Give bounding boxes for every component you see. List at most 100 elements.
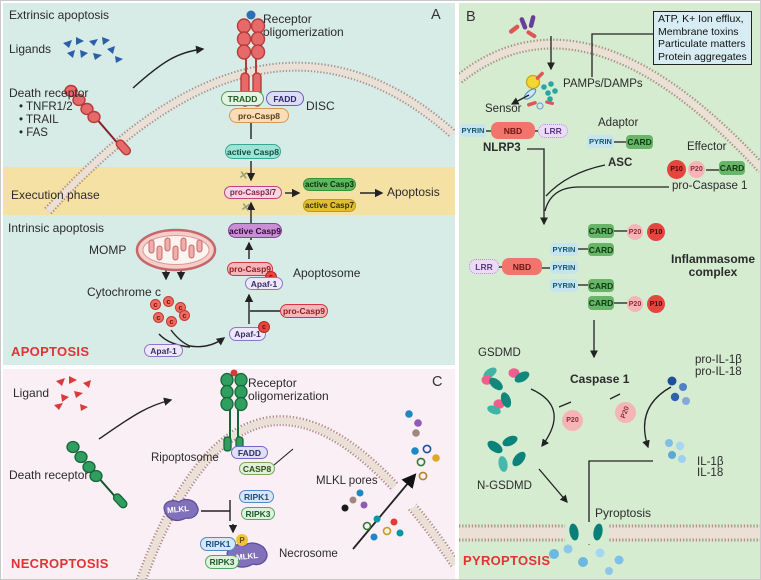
pro-casp37-pill: pro-Casp3/7 [224,186,282,199]
extrinsic-apoptosis-title: Extrinsic apoptosis [9,8,110,22]
cytochrome-c-molecule: c [153,312,164,323]
cytochrome-c-badge: c [258,321,270,333]
pore-released-dots-icon [341,410,440,541]
death-receptor-icon [66,440,128,509]
receptor-item-trail: TRAIL [19,114,73,127]
pyroptosis-footer: PYROPTOSIS [463,553,551,568]
panel-label-c: C [432,374,443,390]
receptor-item-fas: FAS [19,127,73,140]
gsdmd-label: GSDMD [478,347,521,359]
n-gsdmd-molecules-icon [487,435,526,472]
apoptosis-footer: APOPTOSIS [11,344,90,359]
receptor-oligomerization-label: Receptor oligomerization [248,376,329,404]
execution-phase-label: Execution phase [11,188,100,202]
p20-fragment: P20 [562,410,583,431]
inflammasome-complex-label: Inflammasome complex [664,252,760,280]
cytochrome-c-molecule: c [179,310,190,321]
sensor-label: Sensor [485,103,522,115]
receptor-oligomerization-label: Receptor oligomerization [263,12,344,40]
ripk1-pill: RIPK1 [239,490,274,503]
disc-label: DISC [306,99,335,113]
active-casp7-pill: active Casp7 [303,199,356,212]
panel-label-b: B [466,9,476,25]
pro-casp9-free-pill: pro-Casp9 [280,304,328,318]
pathway-arrows [158,123,384,348]
active-casp9-pill: active Casp9 [228,223,282,238]
necrosome-ripk3-pill: RIPK3 [205,555,239,569]
stimulus-particulate-matters: Particulate matters [658,38,746,51]
gsdmd-molecules-icon [481,367,530,415]
complex-nbd-domain: NBD [502,258,542,275]
mitochondria-icon [135,228,217,272]
cytochrome-c-molecule: c [150,299,161,310]
sensor-pyrin-domain: PYRIN [460,124,486,137]
death-receptor-label: Death receptor [9,468,89,482]
casp8-pill: CASP8 [239,462,275,475]
stimulus-membrane-toxins: Membrane toxins [658,25,739,38]
complex-p20-domain: P20 [627,296,643,312]
complex-p10-domain: P10 [647,295,665,313]
panel-a-graphics [44,10,455,348]
effector-card-domain: CARD [719,161,745,175]
apoptosis-outcome-label: Apoptosis [387,185,440,199]
panel-c-graphics [54,369,455,579]
tradd-pill: TRADD [221,91,264,106]
momp-label: MOMP [89,243,127,257]
pro-il18-label: pro-IL-18 [695,366,742,378]
caspase1-label: Caspase 1 [570,372,630,386]
nlrp3-label: NLRP3 [483,142,521,154]
adaptor-label: Adaptor [598,117,639,129]
active-casp8-pill: active Casp8 [225,144,281,159]
sensor-nbd-domain: NBD [491,122,535,139]
sensor-lrr-domain: LRR [538,124,568,138]
phospho-badge: P [236,534,248,546]
receptor-item-tnfr: TNFR1/2 [19,101,73,114]
fadd-pill: FADD [266,91,304,106]
pamps-damps-label: PAMPs/DAMPs [563,78,643,90]
apaf1-loaded-pill: Apaf-1 [229,327,266,341]
plasma-membrane-arc [44,61,455,215]
bottom-membrane [459,522,760,544]
pro-il1b-label: pro-IL-1β [695,354,742,366]
adaptor-pyrin-domain: PYRIN [587,135,614,148]
ligand-label: Ligand [13,386,50,400]
cytochrome-c-label: Cytochrome c [87,285,162,299]
complex-card-domain: CARD [588,243,614,256]
il1b-label: IL-1β [697,456,724,468]
pamp-damp-cluster-icon [523,71,558,110]
stimulus-atp-kefflux: ATP, K+ Ion efflux, [658,13,744,25]
complex-lrr-domain: LRR [469,259,499,274]
ligand-particles-icon [63,37,123,63]
complex-card-domain: CARD [588,224,614,238]
pro-caspase1-label: pro-Caspase 1 [672,180,748,192]
stimulus-protein-aggregates: Protein aggregates [658,50,747,63]
intrinsic-apoptosis-title: Intrinsic apoptosis [8,221,105,235]
panel-b-graphics [459,15,760,575]
death-receptor-label: Death receptor [9,86,89,100]
panel-label-a: A [431,7,441,23]
complex-p20-domain: P20 [627,224,643,240]
ripk3-pill: RIPK3 [241,507,275,520]
pro-il-molecules-icon [667,376,690,405]
active-casp3-pill: active Casp3 [303,178,356,191]
pathogen-particles-icon [508,15,537,39]
receptor-oligomer-icon [236,10,266,107]
il18-label: IL-18 [697,467,724,479]
stimuli-box: ATP, K+ Ion efflux, Membrane toxins Part… [653,11,752,66]
ripoptosome-label: Ripoptosome [151,452,219,464]
complex-card-domain: CARD [588,279,614,292]
il-molecules-icon [665,439,686,463]
panel-pyroptosis: B ATP, K+ Ion efflux, Membrane toxins Pa… [459,3,760,579]
death-receptor-list: TNFR1/2 TRAIL FAS [19,101,73,140]
complex-pyrin-domain: PYRIN [550,261,578,274]
mlkl-pore-gap [391,482,419,510]
apoptosome-label: Apoptosome [293,266,361,280]
panel-necroptosis: C Ligand Death receptor Receptor oligome… [3,369,455,579]
released-il-dots-icon [549,544,624,575]
plasma-membrane-arc [459,38,760,173]
pathway-lines [98,397,417,550]
cytochrome-c-molecule: c [163,296,174,307]
pyroptosis-label: Pyroptosis [595,506,652,520]
necroptosis-footer: NECROPTOSIS [11,556,109,571]
